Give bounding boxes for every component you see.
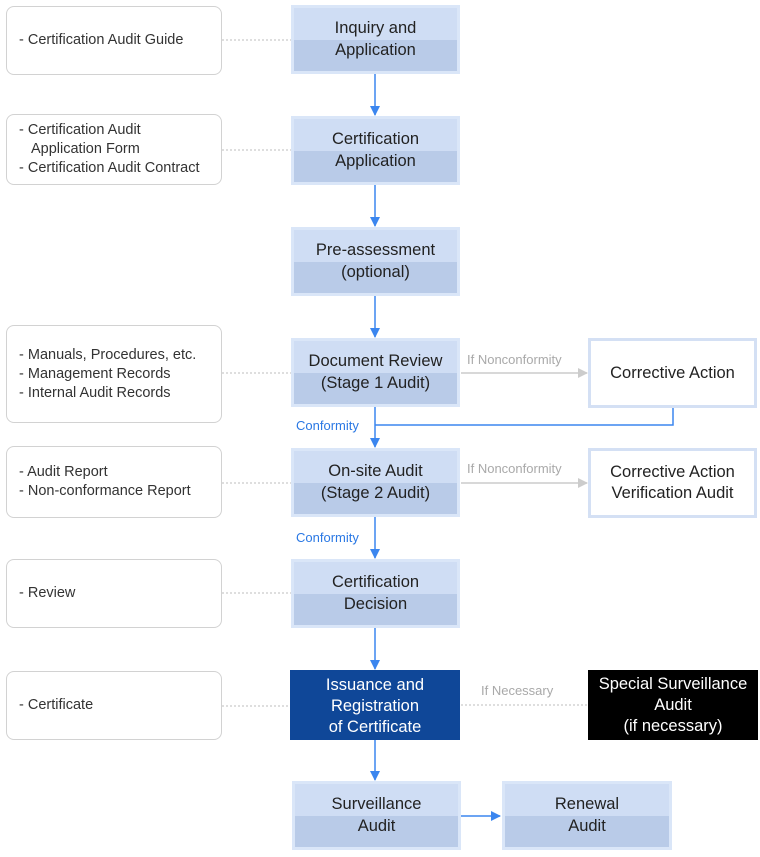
document-item: Review [19,584,79,603]
step-surveillance-audit: Surveillance Audit [292,781,461,850]
document-item: Non-conformance Report [19,482,191,501]
doc-box-onsite-audit: Audit ReportNon-conformance Report [6,446,222,518]
main-flow-arrows [370,74,674,821]
document-item: Management Records [19,365,196,384]
if-necessary-label: If Necessary [481,683,554,698]
if-nonconformity-label-stage2: If Nonconformity [467,461,562,476]
corrective-verification-box: Corrective Action Verification Audit [588,448,757,518]
doc-box-application: Certification Audit Application FormCert… [6,114,222,185]
document-item: Manuals, Procedures, etc. [19,346,196,365]
step-issuance-registration: Issuance and Registration of Certificate [290,670,460,740]
document-item: Certification Audit Contract [19,159,211,178]
step-certification-decision: Certification Decision [291,559,460,628]
doc-box-document-review: Manuals, Procedures, etc.Management Reco… [6,325,222,423]
corrective-action-box: Corrective Action [588,338,757,408]
doc-box-certificate: Certificate [6,671,222,740]
special-surveillance-box: Special Surveillance Audit (if necessary… [588,670,758,740]
step-certification-application: Certification Application [291,116,460,185]
if-nonconformity-label-stage1: If Nonconformity [467,352,562,367]
step-onsite-audit: On-site Audit (Stage 2 Audit) [291,448,460,517]
document-item: Certification Audit Guide [19,31,184,50]
document-connectors [222,39,292,707]
conformity-label-stage2: Conformity [296,530,359,545]
doc-box-inquiry: Certification Audit Guide [6,6,222,75]
step-document-review: Document Review (Stage 1 Audit) [291,338,460,407]
document-item: Certificate [19,696,96,715]
branch-arrows [461,368,588,488]
step-renewal-audit: Renewal Audit [502,781,672,850]
step-inquiry-application: Inquiry and Application [291,5,460,74]
step-pre-assessment: Pre-assessment (optional) [291,227,460,296]
document-item: Certification Audit Application Form [19,121,211,159]
conformity-label-stage1: Conformity [296,418,359,433]
document-item: Internal Audit Records [19,384,196,403]
doc-box-decision: Review [6,559,222,628]
document-item: Audit Report [19,463,191,482]
